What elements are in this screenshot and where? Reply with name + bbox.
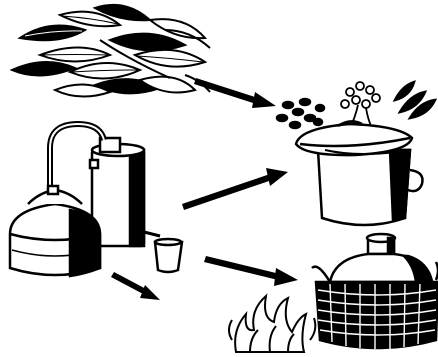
- process-arrow-icon: [204, 256, 298, 286]
- wicker-demijohn-icon: [312, 234, 438, 349]
- process-arrow-icon: [194, 78, 276, 108]
- process-arrow-icon: [111, 272, 160, 300]
- process-arrow-icon: [182, 168, 288, 210]
- leaf-bundle-icon: [12, 5, 210, 97]
- steeping-pot-icon: [277, 82, 435, 225]
- flame-icon: [229, 296, 315, 352]
- distillation-apparatus-icon: [10, 124, 182, 276]
